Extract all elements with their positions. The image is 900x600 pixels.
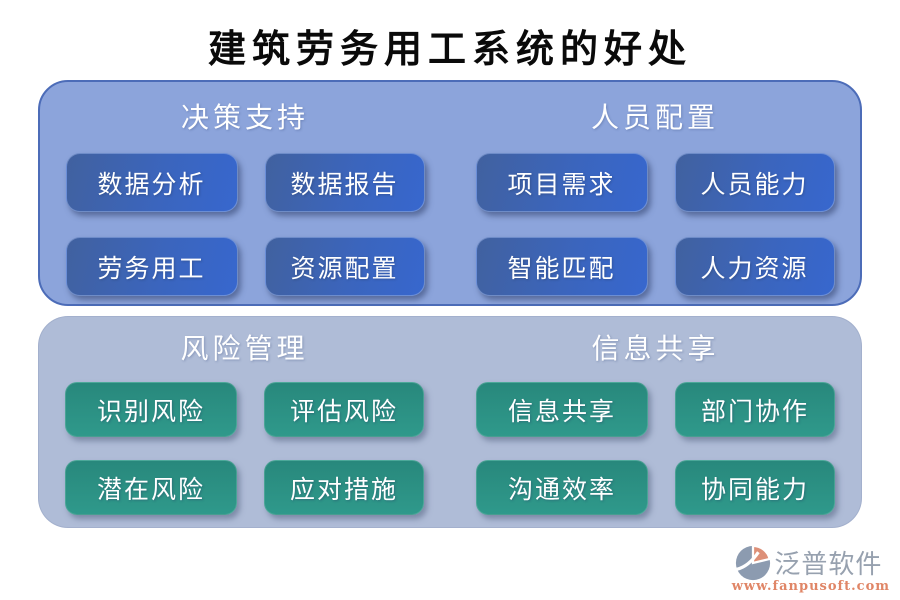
data-report-label: 数据报告 [264, 153, 425, 212]
personnel-ability-label: 人员能力 [674, 153, 835, 212]
identify-risk-label: 识别风险 [65, 382, 237, 437]
potential-risk-label: 潜在风险 [65, 460, 237, 515]
project-demand-label: 项目需求 [475, 153, 648, 212]
communication-efficiency-label: 沟通效率 [476, 460, 648, 515]
button-grid-information-sharing: 信息共享 部门协作 沟通效率 协同能力 [476, 382, 835, 515]
information-sharing-label: 信息共享 [476, 382, 648, 437]
section-header-decision-support: 决策支持 [180, 101, 309, 134]
button-grid-decision-support: 数据分析 数据报告 劳务用工 资源配置 [65, 153, 425, 296]
section-header-personnel-allocation: 人员配置 [590, 101, 719, 134]
page-title: 建筑劳务用工系统的好处 [207, 26, 692, 71]
countermeasures-label: 应对措施 [264, 460, 424, 515]
brand-watermark: 泛普软件 www.fanpusoft.com [728, 544, 890, 594]
section-header-risk-management: 风险管理 [180, 332, 309, 365]
brand-row: 泛普软件 [735, 544, 882, 581]
brand-url: www.fanpusoft.com [731, 579, 890, 594]
panel-decision-personnel: 决策支持 数据分析 数据报告 劳务用工 资源配置 人员配置 项目需求 人员能力 … [38, 80, 862, 306]
section-decision-support: 决策支持 数据分析 数据报告 劳务用工 资源配置 [40, 82, 450, 304]
department-collaboration-label: 部门协作 [675, 382, 835, 437]
human-resources-label: 人力资源 [674, 237, 835, 296]
section-personnel-allocation: 人员配置 项目需求 人员能力 智能匹配 人力资源 [450, 82, 860, 304]
button-grid-risk-management: 识别风险 评估风险 潜在风险 应对措施 [65, 382, 424, 515]
panel-risk-information: 风险管理 识别风险 评估风险 潜在风险 应对措施 信息共享 信息共享 部门协作 … [38, 316, 862, 528]
smart-matching-label: 智能匹配 [475, 237, 648, 296]
button-grid-personnel-allocation: 项目需求 人员能力 智能匹配 人力资源 [475, 153, 835, 296]
resource-allocation-label: 资源配置 [264, 237, 425, 296]
assess-risk-label: 评估风险 [264, 382, 424, 437]
brand-name: 泛普软件 [774, 550, 883, 580]
data-analysis-label: 数据分析 [65, 153, 238, 212]
collaboration-ability-label: 协同能力 [675, 460, 835, 515]
section-header-information-sharing: 信息共享 [591, 332, 720, 365]
labor-employment-label: 劳务用工 [65, 237, 238, 296]
fanpu-logo-icon [735, 544, 772, 581]
section-risk-management: 风险管理 识别风险 评估风险 潜在风险 应对措施 [39, 317, 450, 527]
section-information-sharing: 信息共享 信息共享 部门协作 沟通效率 协同能力 [450, 317, 861, 527]
